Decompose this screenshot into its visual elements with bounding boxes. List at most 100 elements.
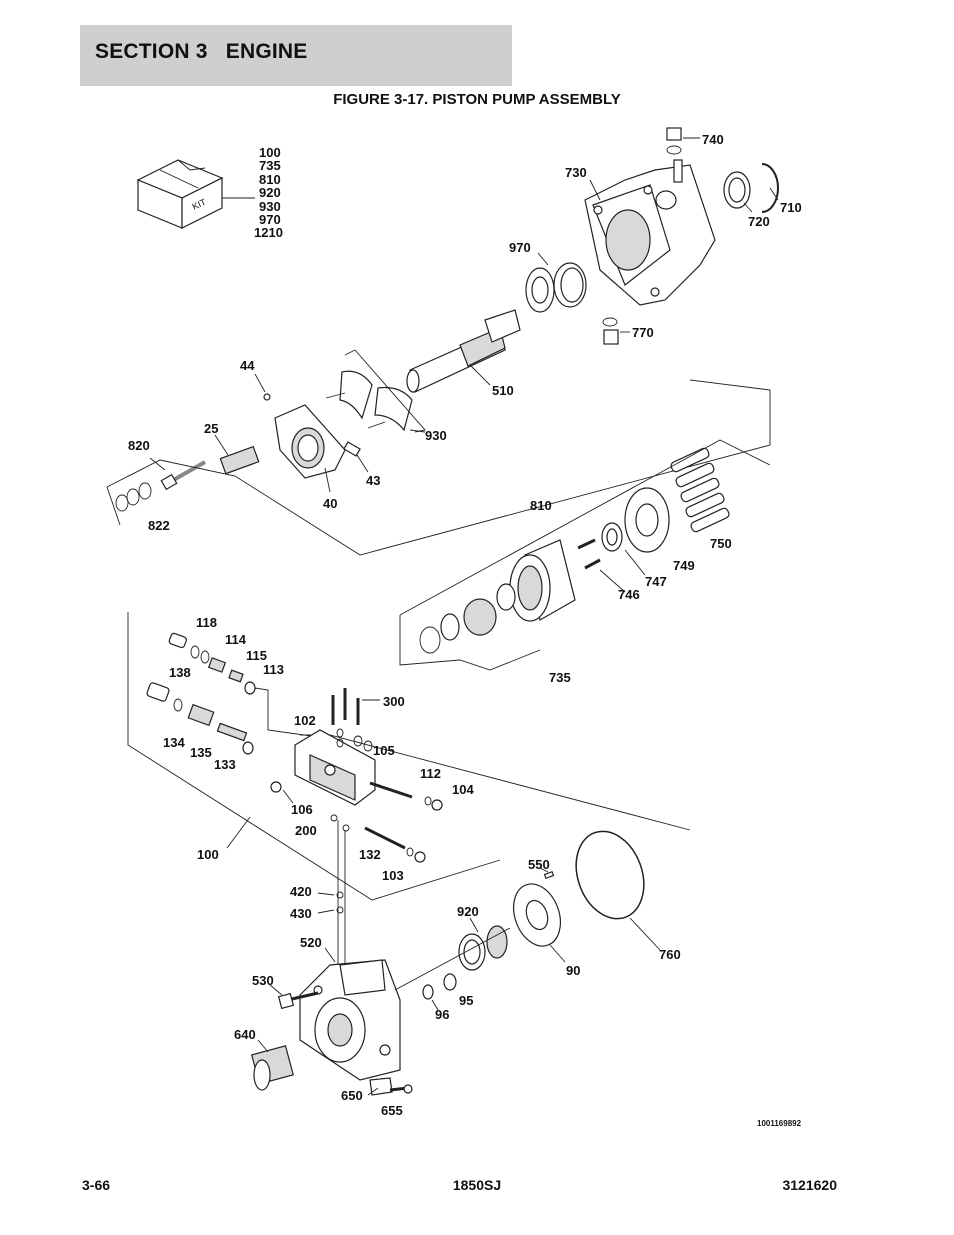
callout-90: 90 [566,963,580,978]
drive-shaft-510 [406,309,521,393]
plug-770 [602,317,619,345]
callout-40: 40 [323,496,337,511]
callout-822: 822 [148,518,170,533]
callout-640: 640 [234,1027,256,1042]
callout-114: 114 [225,632,247,647]
manual-number: 3121620 [782,1177,837,1193]
spring-134 [187,703,215,727]
part-callouts: 740 730 710 720 970 770 44 510 930 25 82… [128,132,802,1118]
screw-820 [160,460,206,491]
spring-25 [219,445,260,475]
piston-set-750 [670,447,730,533]
orifice-200 [330,814,350,832]
callout-100: 100 [197,847,219,862]
screw-530 [277,991,319,1010]
callout-750: 750 [710,536,732,551]
callout-133: 133 [214,757,236,772]
callout-749: 749 [673,558,695,573]
spring-115 [228,669,244,683]
coupling-640 [250,1045,295,1091]
plug-105 [353,735,373,752]
kit-box-illustration: KIT [136,159,224,229]
plug-138 [146,682,183,712]
bearing-920 [458,925,508,971]
callout-115: 115 [246,648,267,663]
callout-25: 25 [204,421,218,436]
pins-746 [577,538,601,570]
callout-118: 118 [196,615,217,630]
callout-550: 550 [528,857,550,872]
plug-740 [666,127,682,155]
callout-104: 104 [452,782,474,797]
pump-housing-730 [584,159,716,306]
callout-810: 810 [530,498,552,513]
callout-135: 135 [190,745,212,760]
callout-105: 105 [373,743,395,758]
callout-112: 112 [420,766,441,781]
swash-bearings-930 [325,370,413,432]
plug-106 [270,781,282,793]
kit-part: 810 [259,172,281,187]
callout-820: 820 [128,438,150,453]
callout-747: 747 [645,574,667,589]
fitting-96 [422,984,434,1000]
kit-part: 920 [259,185,281,200]
screw-655 [389,1084,413,1094]
spring-135 [216,722,248,742]
callout-420: 420 [290,884,312,899]
snap-ring-710 [761,163,779,213]
callout-770: 770 [632,325,654,340]
page-number: 3-66 [82,1177,111,1193]
cylinder-block-735 [509,539,576,622]
nut-103 [414,851,426,863]
callout-95: 95 [459,993,473,1008]
nut-104 [431,799,443,811]
spool-113 [244,681,256,695]
bracket-650 [369,1077,393,1096]
callout-138: 138 [169,665,191,680]
swash-plate-40 [274,404,346,479]
end-cap-housing [299,959,401,1081]
spring-114 [207,657,227,673]
kit-part: 100 [259,145,281,160]
bearing-970 [525,262,587,313]
drawing-number: 1001169892 [757,1119,802,1128]
callout-200: 200 [295,823,317,838]
cylinder-springs-735 [419,583,516,654]
pin-550 [543,870,555,880]
callout-746: 746 [618,587,640,602]
callout-655: 655 [381,1103,403,1118]
callout-930: 930 [425,428,447,443]
retainer-44 [263,393,271,401]
callout-510: 510 [492,383,514,398]
callout-520: 520 [300,935,322,950]
callout-650: 650 [341,1088,363,1103]
kit-part: 1210 [254,225,283,240]
kit-part: 735 [259,158,281,173]
screws-300 [331,688,360,725]
seal-720 [723,171,751,209]
callout-710: 710 [780,200,802,215]
figure-title: FIGURE 3-17. PISTON PUMP ASSEMBLY [333,91,621,108]
callout-430: 430 [290,906,312,921]
callout-920: 920 [457,904,479,919]
callout-735: 735 [549,670,571,685]
retainer-plate-749 [624,487,670,553]
plug-95 [443,973,457,991]
model-name: 1850SJ [452,1177,502,1193]
callout-530: 530 [252,973,274,988]
callout-132: 132 [359,847,381,862]
callout-102: 102 [294,713,316,728]
plugs-118 [168,632,210,664]
section-title: SECTION 3 ENGINE [95,40,308,63]
callout-113: 113 [263,662,284,677]
callout-970: 970 [509,240,531,255]
kit-part: 930 [259,199,281,214]
callout-134: 134 [163,735,185,750]
spool-133 [242,741,254,755]
orifice-102 [336,728,344,748]
callout-730: 730 [565,165,587,180]
callout-300: 300 [383,694,405,709]
callout-760: 760 [659,947,681,962]
